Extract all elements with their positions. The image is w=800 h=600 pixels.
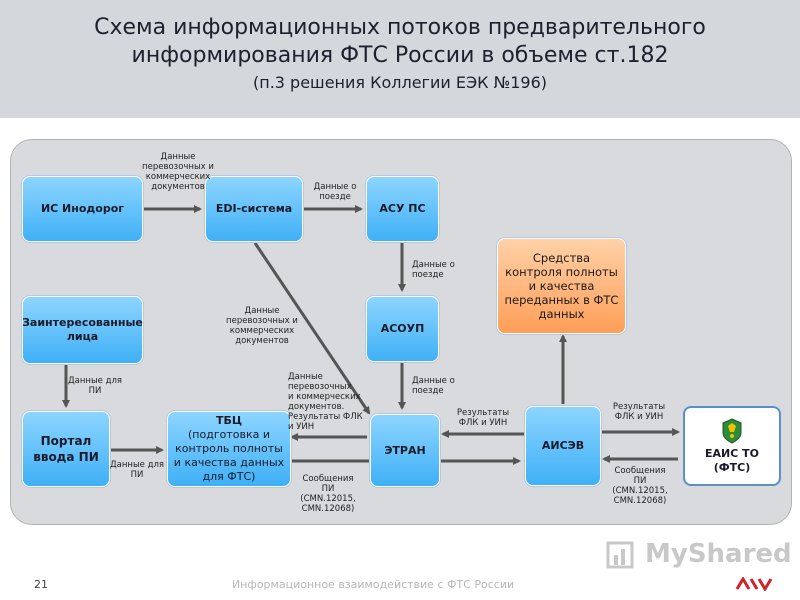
node-tbc-label-2: (подготовка и (188, 428, 270, 441)
node-control-label-5: данных (538, 307, 585, 321)
arrow-edi-etran (253, 242, 371, 415)
label-line: Результаты ФЛК (288, 412, 363, 422)
node-stakeholders-label-1: Заинтересованные (22, 316, 143, 329)
label-line: перевозочных (288, 382, 352, 392)
page-number: 21 (34, 578, 48, 591)
label-line: Данные (160, 152, 196, 162)
node-asoup-label: АСОУП (380, 322, 425, 335)
label-line: CMN.12068) (613, 496, 667, 506)
label-line: ФЛК и УИН (458, 418, 508, 428)
node-tbc: ТБЦ (подготовка и контроль полноты и кач… (167, 411, 291, 487)
node-aisev-label: АИСЭВ (541, 439, 585, 452)
label-line: документов (151, 182, 205, 192)
label-line: перевозочных и (226, 316, 298, 326)
node-tbc-label-3: контроль полноты (175, 442, 283, 455)
label-line: Данные для (109, 460, 165, 470)
node-is-inodorog: ИС Инодорог (22, 176, 143, 242)
title-line-1: Схема информационных потоков предварител… (94, 15, 706, 40)
node-edi-system: EDI-система (205, 176, 303, 242)
title-line-2: информирования ФТС России в объеме ст.18… (131, 43, 669, 68)
node-control-tools: Средства контроля полноты и качества пер… (497, 238, 626, 334)
label-line: документов. (288, 402, 345, 412)
label-line: поезде (412, 386, 444, 396)
label-line: Сообщения (614, 466, 666, 476)
label-aisev-etran: Результаты ФЛК и УИН (448, 408, 518, 428)
label-line: Данные о (412, 376, 455, 386)
label-line: и коммерческих (288, 392, 361, 402)
label-line: ПИ (633, 476, 647, 486)
label-line: ПИ (130, 470, 144, 480)
node-asu-ps-label: АСУ ПС (379, 202, 426, 215)
label-line: ФЛК и УИН (614, 412, 664, 422)
node-asoup: АСОУП (366, 296, 439, 362)
node-aisev: АИСЭВ (525, 406, 601, 486)
header-band (0, 0, 800, 118)
label-line: Сообщения (302, 474, 354, 484)
node-portal: Портал ввода ПИ (22, 411, 110, 487)
watermark-chart-icon (606, 541, 634, 569)
label-portal-tbc: Данные для ПИ (104, 460, 170, 480)
node-eais: ЕАИС ТО (ФТС) (683, 406, 781, 486)
footer-text: Информационное взаимодействие с ФТС Росс… (232, 578, 515, 591)
rzd-logo-icon (735, 577, 773, 591)
node-eais-label-1: ЕАИС ТО (705, 447, 759, 460)
label-line: (CMN.12015, (300, 494, 356, 504)
node-stakeholders: Заинтересованные лица (22, 296, 143, 364)
node-tbc-label-5: для ФТС) (202, 470, 256, 483)
node-edi-system-label: EDI-система (215, 202, 293, 215)
node-etran-label: ЭТРАН (384, 443, 426, 457)
label-eais-aisev: Сообщения ПИ (CMN.12015, CMN.12068) (604, 466, 676, 506)
node-asu-ps: АСУ ПС (366, 176, 439, 242)
label-line: Результаты (456, 408, 510, 418)
page-subtitle: (п.3 решения Коллегии ЕЭК №196) (253, 73, 547, 92)
page-title: Схема информационных потоков предварител… (20, 14, 780, 70)
label-etran-tbc: Данные перевозочных и коммерческих докум… (288, 372, 373, 432)
label-line: Данные (244, 306, 280, 316)
node-eais-label-2: (ФТС) (713, 461, 751, 474)
node-etran: ЭТРАН (370, 414, 440, 487)
watermark-text: MyShared (645, 539, 792, 569)
label-line: коммерческих (229, 326, 295, 336)
node-portal-label-1: Портал (40, 434, 92, 448)
label-line: поезде (412, 270, 444, 280)
label-line: ПИ (88, 386, 102, 396)
node-control-label-3: и качества (528, 279, 595, 293)
label-asups-asoup: Данные о поезде (412, 260, 472, 280)
label-line: Результаты (612, 402, 666, 412)
label-line: CMN.12068) (301, 504, 355, 514)
label-line: Данные (288, 372, 323, 382)
label-line: (CMN.12015, (612, 486, 668, 496)
node-control-label-4: переданных в ФТС (504, 293, 619, 307)
label-line: Данные о (313, 182, 357, 192)
node-control-label-1: Средства (532, 251, 591, 265)
node-is-inodorog-label: ИС Инодорог (40, 202, 125, 215)
node-control-label-2: контроля полноты (505, 265, 618, 279)
label-edi-etran: Данные перевозочных и коммерческих докум… (222, 306, 302, 346)
watermark: MyShared (605, 533, 792, 573)
label-inodorog-edi: Данные перевозочных и коммерческих докум… (138, 152, 218, 192)
label-line: ПИ (321, 484, 335, 494)
label-line: Данные о (412, 260, 455, 270)
label-aisev-eais: Результаты ФЛК и УИН (604, 402, 674, 422)
label-line: коммерческих (145, 172, 211, 182)
label-line: поезде (319, 192, 351, 202)
node-stakeholders-label-2: лица (66, 330, 99, 343)
label-line: перевозочных и (142, 162, 214, 172)
node-tbc-label-4: и качества данных (173, 456, 285, 469)
label-edi-asups: Данные о поезде (306, 182, 364, 202)
label-line: документов (235, 336, 289, 346)
label-stakeholders-portal: Данные для ПИ (60, 376, 130, 396)
label-line: и УИН (288, 422, 315, 432)
fts-emblem-icon (722, 418, 742, 444)
node-portal-label-2: ввода ПИ (33, 450, 99, 464)
label-line: Данные для (67, 376, 123, 386)
label-asoup-etran: Данные о поезде (412, 376, 472, 396)
node-tbc-label-1: ТБЦ (215, 414, 243, 427)
label-tbc-aisev: Сообщения ПИ (CMN.12015, CMN.12068) (292, 474, 364, 514)
